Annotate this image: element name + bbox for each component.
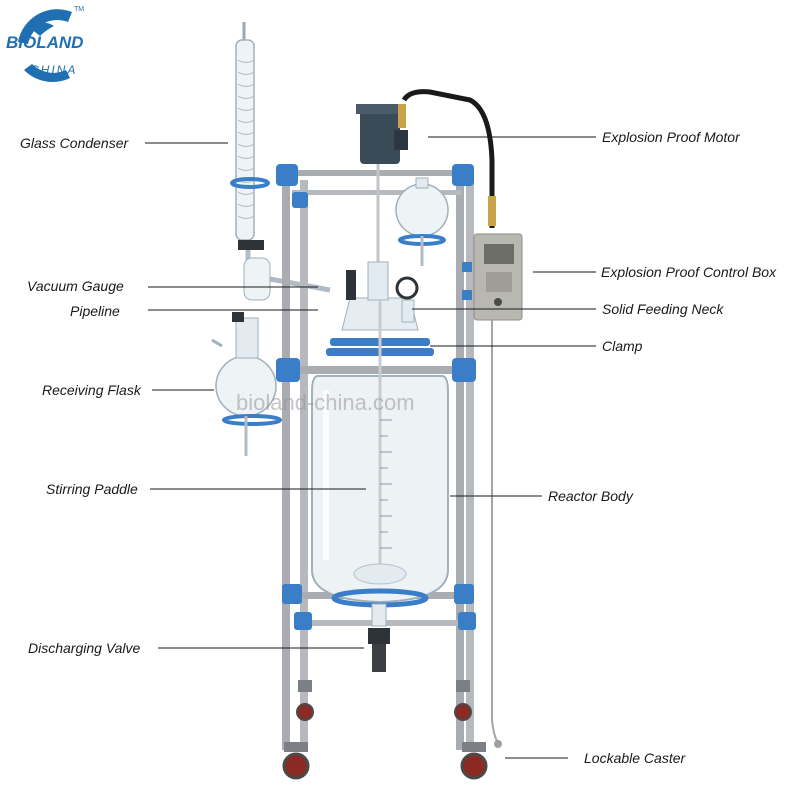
label-reactor-body: Reactor Body bbox=[548, 488, 633, 504]
receiving-flask bbox=[211, 312, 282, 456]
motor bbox=[356, 89, 496, 300]
label-lockable-caster: Lockable Caster bbox=[584, 750, 686, 766]
label-receiving-flask: Receiving Flask bbox=[42, 382, 141, 398]
label-explosion-proof-control-box: Explosion Proof Control Box bbox=[601, 264, 777, 280]
label-vacuum-gauge: Vacuum Gauge bbox=[27, 278, 124, 294]
label-stirring-paddle: Stirring Paddle bbox=[46, 481, 138, 497]
label-solid-feeding-neck: Solid Feeding Neck bbox=[602, 301, 724, 317]
logo-name: BIOLAND bbox=[6, 33, 84, 52]
logo-sub: CHINA bbox=[30, 63, 78, 77]
logo-mark bbox=[18, 9, 72, 82]
label-pipeline: Pipeline bbox=[70, 303, 120, 319]
leader-lines bbox=[145, 136, 596, 759]
glass-condenser bbox=[230, 22, 331, 301]
reactor-body bbox=[311, 300, 449, 608]
watermark: bioland-china.com bbox=[236, 390, 415, 415]
label-discharging-valve: Discharging Valve bbox=[28, 640, 141, 656]
label-clamp: Clamp bbox=[602, 338, 643, 354]
label-glass-condenser: Glass Condenser bbox=[20, 135, 129, 151]
logo-tm: TM bbox=[74, 6, 85, 13]
label-explosion-proof-motor: Explosion Proof Motor bbox=[602, 129, 740, 145]
control-box bbox=[473, 233, 523, 748]
feeding-flask bbox=[395, 177, 449, 266]
discharge-valve bbox=[368, 603, 390, 672]
casters bbox=[282, 680, 488, 780]
